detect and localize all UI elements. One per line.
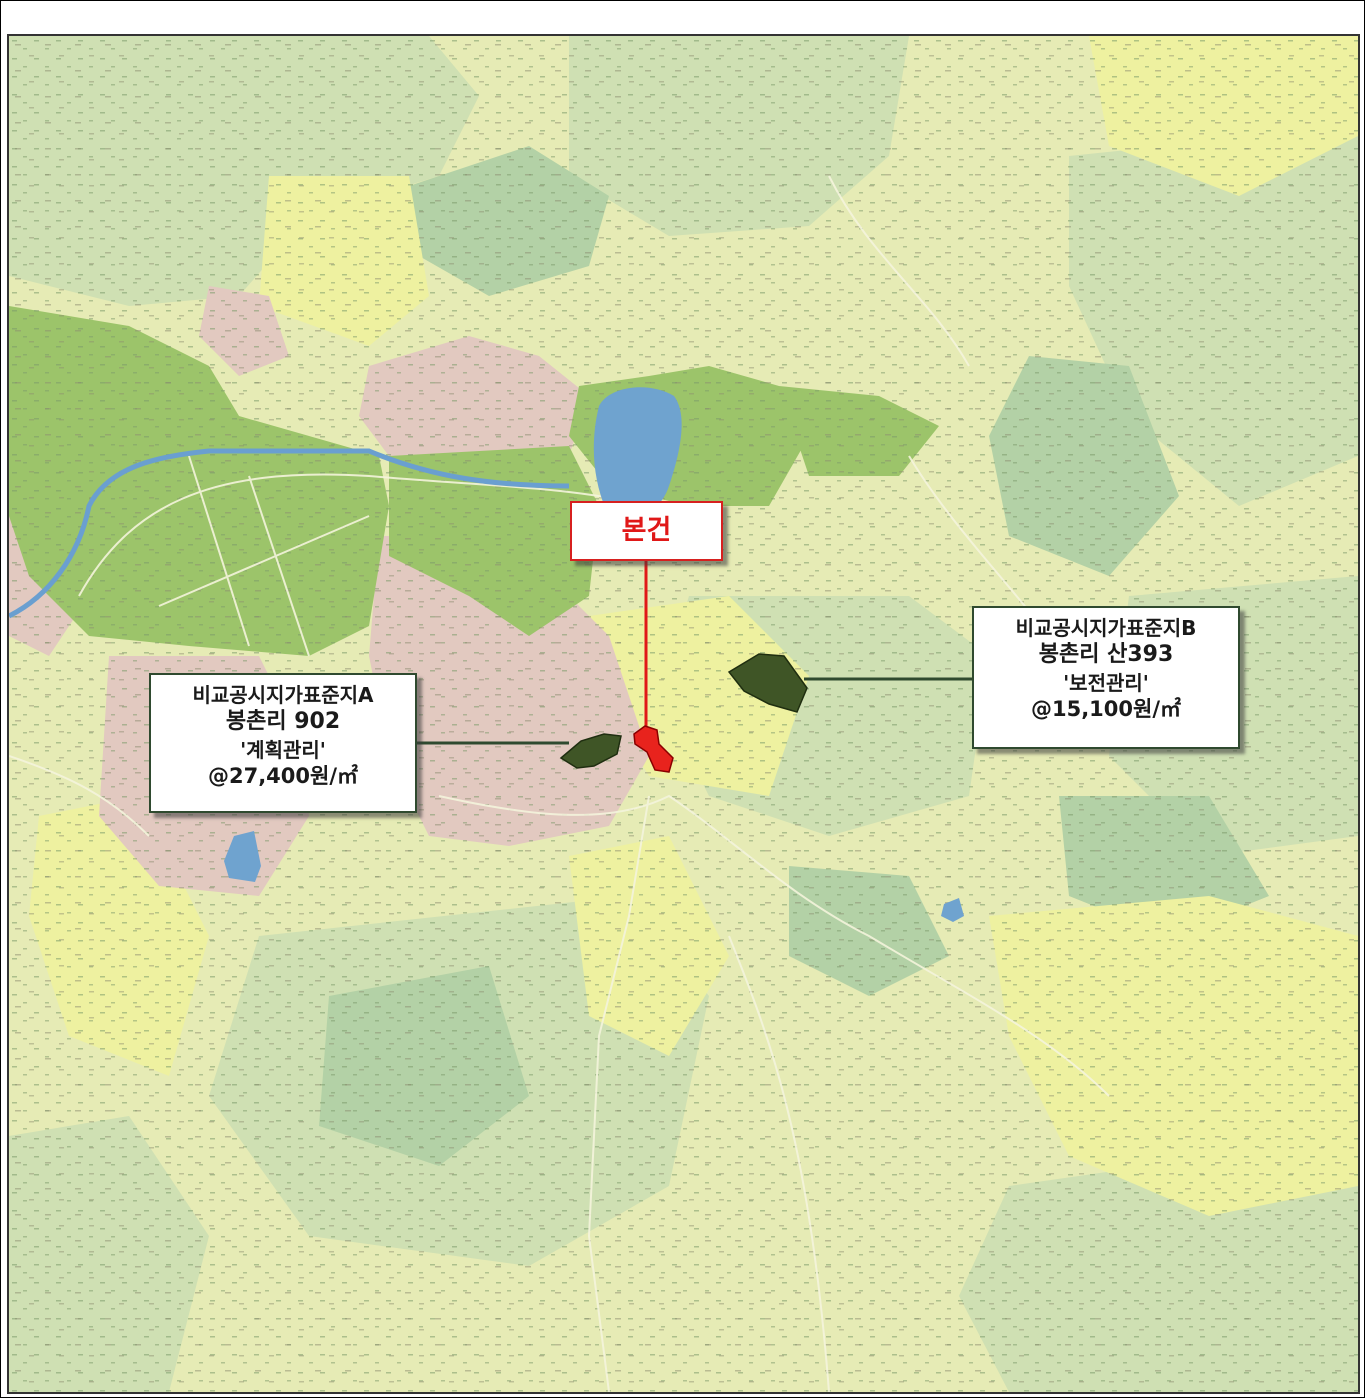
comparable-a-title: 비교공시지가표준지A	[192, 683, 374, 707]
comparable-a-label-box[interactable]: 비교공시지가표준지A 봉촌리 902 '계획관리' @27,400원/㎡	[149, 673, 417, 813]
subject-label-box[interactable]: 본건	[570, 501, 723, 561]
pond-west	[224, 831, 261, 882]
road-lines	[9, 175, 1110, 1392]
comparable-a-price: @27,400원/㎡	[207, 763, 359, 788]
subject-label: 본건	[621, 515, 672, 546]
comparable-b-zoning: '보전관리'	[1063, 670, 1149, 695]
subject-parcel[interactable]	[633, 725, 674, 773]
comparable-a-parcel[interactable]	[559, 733, 622, 769]
comparable-b-address: 봉촌리 산393	[1038, 642, 1174, 667]
land-use-map[interactable]: 본건 비교공시지가표준지A 봉촌리 902 '계획관리' @27,400원/㎡ …	[7, 34, 1360, 1394]
pond-east	[941, 898, 964, 922]
comparable-b-label-box[interactable]: 비교공시지가표준지B 봉촌리 산393 '보전관리' @15,100원/㎡	[972, 606, 1240, 749]
water-bodies	[224, 387, 964, 922]
comparable-a-address: 봉촌리 902	[225, 709, 341, 734]
comparable-b-parcel[interactable]	[727, 653, 808, 713]
map-canvas[interactable]	[9, 36, 1358, 1392]
river	[9, 448, 570, 619]
reservoir	[593, 387, 682, 520]
comparable-b-price: @15,100원/㎡	[1030, 696, 1182, 721]
comparable-b-title: 비교공시지가표준지B	[1015, 616, 1197, 640]
comparable-a-zoning: '계획관리'	[240, 737, 326, 762]
